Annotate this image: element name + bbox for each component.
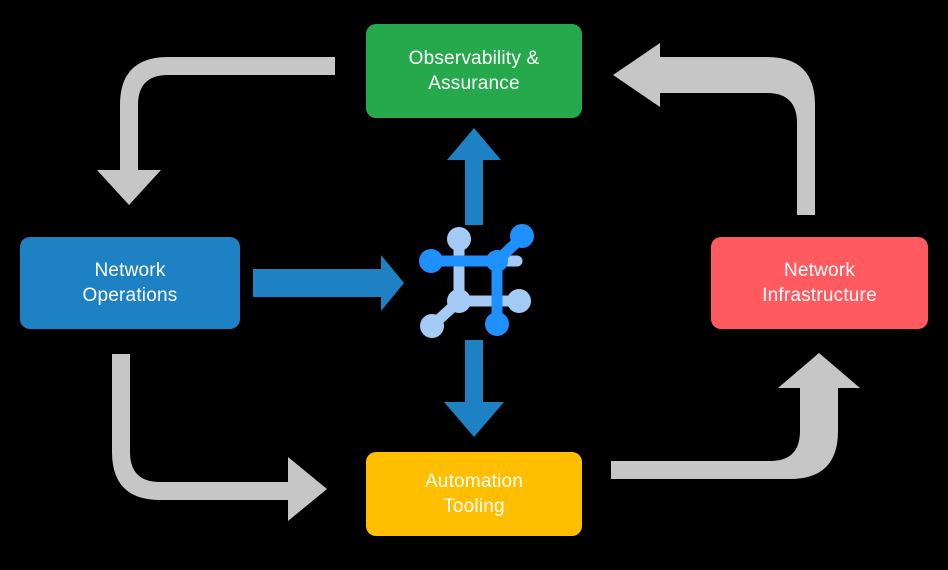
- node-automation-label: Automation Tooling: [424, 470, 524, 517]
- gray-arrow-infrastructure-to-observability: [613, 43, 815, 215]
- blue-arrow-hub-to-automation: [444, 340, 504, 437]
- node-observability-assurance[interactable]: Observability & Assurance: [366, 24, 582, 118]
- hub-nodes-dark: [419, 224, 534, 336]
- blue-arrow-hub-to-observability: [447, 128, 501, 225]
- node-automation-tooling[interactable]: Automation Tooling: [366, 452, 582, 536]
- gray-arrow-automation-to-infrastructure: [611, 353, 860, 479]
- node-network-operations[interactable]: Network Operations: [20, 237, 240, 329]
- node-network-infrastructure[interactable]: Network Infrastructure: [711, 237, 928, 329]
- node-operations-label: Network Operations: [82, 259, 178, 306]
- hub-nodes-light: [420, 227, 531, 338]
- gray-arrow-operations-to-automation: [112, 354, 327, 521]
- network-topology-icon: [419, 224, 534, 338]
- gray-arrow-observability-to-operations: [97, 57, 335, 205]
- blue-arrow-operations-to-hub: [253, 255, 404, 311]
- node-infrastructure-label: Network Infrastructure: [762, 259, 877, 306]
- node-observability-label: Observability & Assurance: [408, 47, 540, 94]
